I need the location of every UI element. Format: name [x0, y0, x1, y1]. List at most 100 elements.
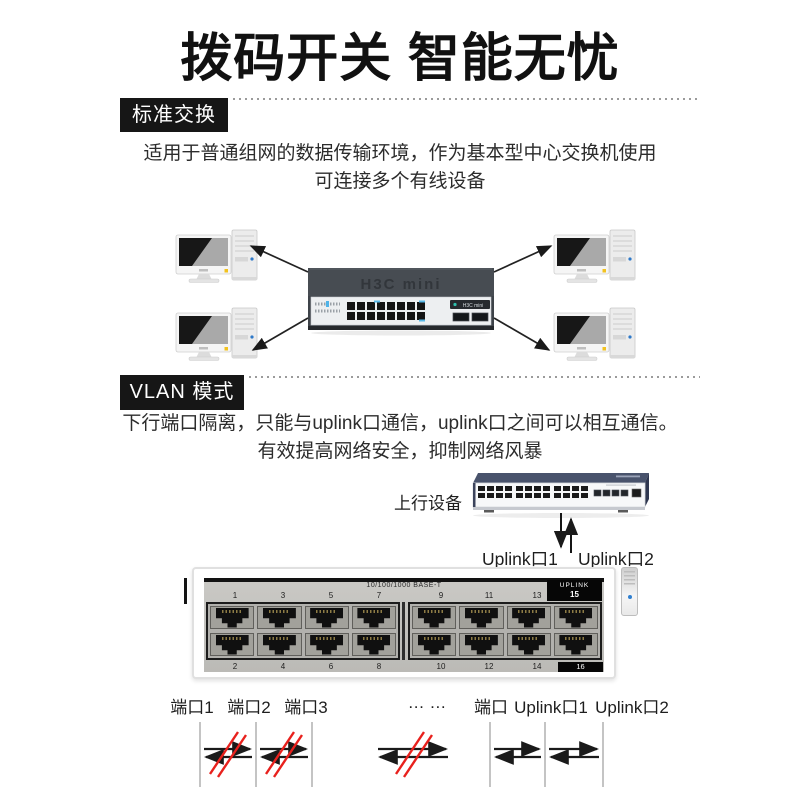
rj45-jack-icon: [262, 634, 296, 655]
comm-label-port2: 端口2: [227, 698, 271, 717]
rj45-jack-icon: [357, 607, 391, 628]
dotted-divider-1: [233, 98, 700, 100]
switch-brand-face-label: H3C mini: [463, 303, 484, 309]
arrow-to-top-left: [249, 245, 309, 273]
rj45-jack-icon: [417, 634, 451, 655]
rj45-jack-icon: [215, 607, 249, 628]
comm-label-port: 端口: [474, 698, 508, 717]
port-number-5: 5: [328, 591, 334, 600]
rj45-port-1: [210, 606, 255, 629]
base-t-standard-label: 10/100/1000 BASE-T: [366, 582, 442, 589]
port-number-9: 9: [438, 591, 444, 600]
rj45-port-8: [351, 633, 396, 656]
computer-top-left: [175, 229, 258, 283]
vlan-description-line1: 下行端口隔离，只能与uplink口通信，uplink口之间可以相互通信。: [122, 413, 678, 434]
port-number-10: 10: [436, 662, 446, 671]
vlan-mode-badge: VLAN 模式: [120, 375, 244, 410]
port-number-2: 2: [232, 662, 238, 671]
port-isolation-diagram: [199, 722, 604, 787]
upstream-device-label: 上行设备: [394, 494, 462, 513]
port-panel-closeup: 10/100/1000 BASE-T 1 3 5 7 9 11 13 UPLIN…: [192, 567, 616, 679]
rj45-jack-icon: [464, 634, 498, 655]
comm-label-port1: 端口1: [170, 698, 214, 717]
computer-bottom-right: [553, 307, 636, 361]
port-number-13: 13: [532, 591, 542, 600]
rj45-port-12: [459, 633, 504, 656]
computer-bottom-left: [175, 307, 258, 361]
rj45-jack-icon: [559, 634, 593, 655]
communication-arrows: [204, 741, 599, 765]
arrow-to-top-right: [493, 245, 553, 273]
rj45-jack-icon: [310, 607, 344, 628]
dotted-divider-2: [249, 376, 700, 378]
rj45-port-5: [304, 606, 349, 629]
uplink2-label: Uplink口2: [578, 549, 654, 569]
rj45-port-16: [553, 633, 598, 656]
vlan-description: 下行端口隔离，只能与uplink口通信，uplink口之间可以相互通信。 有效提…: [0, 410, 800, 466]
arrow-to-bottom-right: [493, 317, 551, 351]
blocked-communication-slashes: [209, 731, 433, 778]
port-number-1: 1: [232, 591, 238, 600]
uplink-port-16-box: 16: [558, 662, 603, 672]
central-switch-image: H3C mini H3C mini: [308, 268, 494, 336]
comm-label-port3: 端口3: [284, 698, 328, 717]
comm-label-uplink2: Uplink口2: [595, 698, 669, 717]
rj45-port-14: [506, 633, 551, 656]
computer-top-right: [553, 229, 636, 283]
page-title: 拨码开关 智能无忧: [180, 30, 620, 88]
standard-description-line1: 适用于普通组网的数据传输环境，作为基本型中心交换机使用: [143, 143, 657, 164]
rj45-jack-icon: [464, 607, 498, 628]
standard-description: 适用于普通组网的数据传输环境，作为基本型中心交换机使用 可连接多个有线设备: [0, 140, 800, 196]
dip-switch-icon: [621, 567, 638, 616]
port-number-14: 14: [532, 662, 542, 671]
comm-label-uplink1: Uplink口1: [514, 698, 588, 717]
dip-switch-dot: [627, 595, 632, 599]
port-separator-lines: [199, 722, 604, 787]
connection-arrows: [249, 245, 553, 351]
arrow-to-bottom-left: [251, 317, 309, 351]
rj45-jack-icon: [215, 634, 249, 655]
rj45-jack-icon: [559, 607, 593, 628]
rj45-port-13: [506, 606, 551, 629]
rj45-port-15: [553, 606, 598, 629]
rj45-jack-icon: [310, 634, 344, 655]
rj45-port-9: [412, 606, 457, 629]
rj45-port-11: [459, 606, 504, 629]
rj45-port-2: [210, 633, 255, 656]
comm-label-ellipsis: … …: [407, 693, 447, 712]
standard-network-diagram: H3C mini H3C mini: [175, 229, 636, 361]
port-faceplate: 10/100/1000 BASE-T 1 3 5 7 9 11 13 UPLIN…: [204, 578, 604, 672]
uplink-box-text: UPLINK: [559, 582, 590, 589]
rj45-port-3: [257, 606, 302, 629]
rj45-port-4: [257, 633, 302, 656]
faceplate-top-strip: [204, 578, 604, 582]
port-bank-1: [206, 602, 400, 660]
standard-switching-badge: 标准交换: [120, 98, 228, 132]
rj45-port-7: [351, 606, 396, 629]
rj45-port-10: [412, 633, 457, 656]
uplink-box-number: 15: [570, 590, 579, 599]
rj45-jack-icon: [357, 634, 391, 655]
port-number-12: 12: [484, 662, 494, 671]
rj45-jack-icon: [417, 607, 451, 628]
port-number-7: 7: [376, 591, 382, 600]
standard-description-line2: 可连接多个有线设备: [314, 171, 486, 192]
uplink-port-15-box: UPLINK 15: [547, 580, 602, 601]
port-number-4: 4: [280, 662, 286, 671]
rj45-jack-icon: [262, 607, 296, 628]
rj45-jack-icon: [512, 634, 546, 655]
port-number-6: 6: [328, 662, 334, 671]
rj45-jack-icon: [512, 607, 546, 628]
switch-brand-embossed: H3C mini: [360, 276, 441, 293]
dip-switch-ridges: [624, 571, 635, 587]
upstream-switch-image: [472, 473, 649, 518]
uplink1-label: Uplink口1: [482, 549, 558, 569]
uplink-bidirectional-arrows: [553, 513, 579, 553]
vlan-description-line2: 有效提高网络安全，抑制网络风暴: [257, 441, 543, 462]
port-number-8: 8: [376, 662, 382, 671]
bank-divider: [402, 602, 405, 660]
port-number-3: 3: [280, 591, 286, 600]
panel-left-tick: [184, 578, 187, 604]
port-bank-2: [408, 602, 602, 660]
